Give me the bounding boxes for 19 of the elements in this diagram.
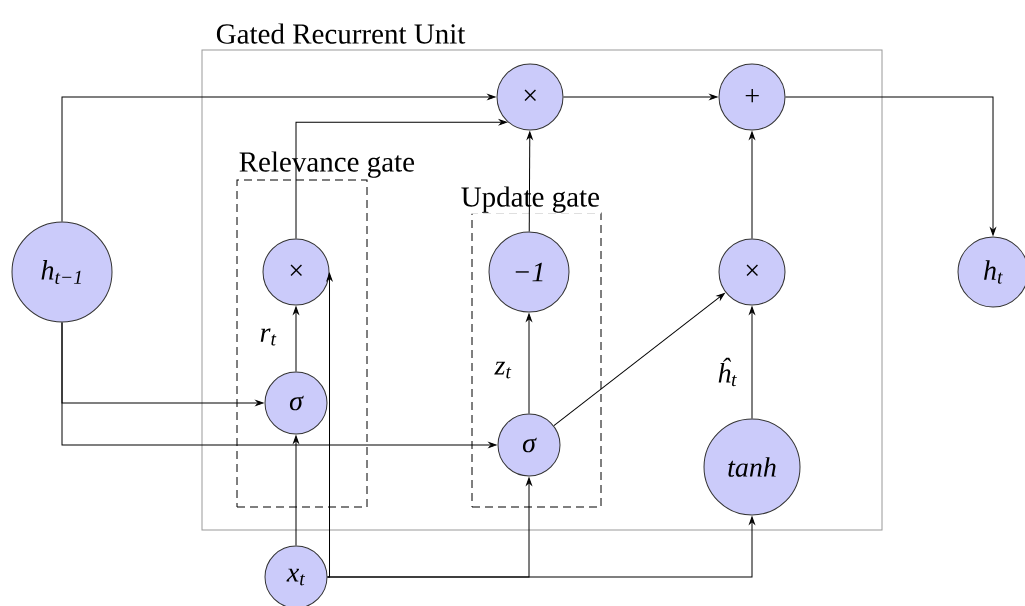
node-label: Gated Recurrent Unit: [216, 23, 466, 44]
node-label: Relevance gate: [239, 151, 415, 178]
arrow: [293, 435, 299, 546]
arrow: [327, 516, 755, 578]
edge-label: ĥ$_{t}$: [716, 356, 738, 388]
arrow: [526, 313, 532, 414]
edge-label: z$_{t}$: [493, 360, 513, 380]
arrow: [749, 306, 755, 419]
arrow: [785, 96, 996, 236]
arrow: [553, 292, 725, 427]
arrow: [295, 119, 507, 239]
arrow: [326, 273, 333, 578]
edge-label: r$_{t}$: [258, 327, 278, 347]
arrow: [563, 94, 718, 100]
arrow: [749, 131, 755, 239]
arrow: [61, 94, 496, 222]
arrow: [526, 131, 533, 232]
arrow: [293, 306, 299, 372]
arrow: [61, 322, 497, 448]
